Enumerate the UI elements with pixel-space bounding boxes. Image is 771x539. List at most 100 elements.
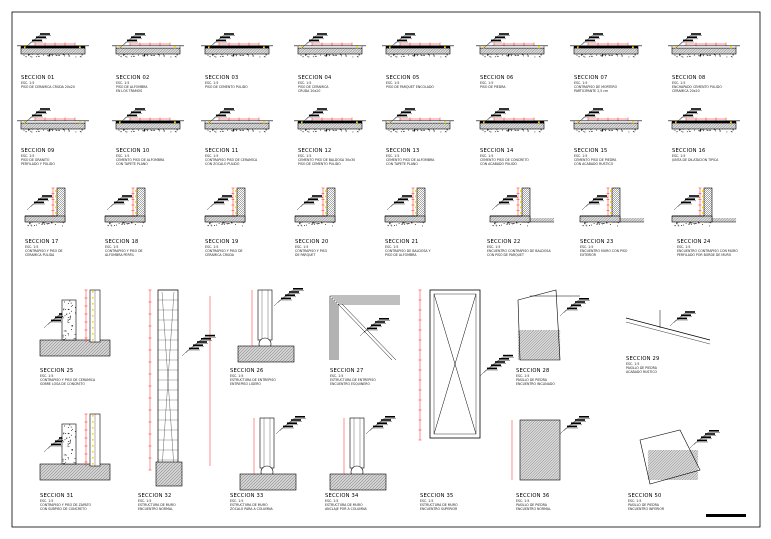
section-title: SECCION 10 [116,148,150,154]
section-caption: ESC. 1:5 [420,499,433,503]
section-caption: ESC. 1:5 [21,81,34,85]
detail-31 [39,413,111,481]
section-caption: PISO DE ALFOMBRA [385,253,417,257]
wall-floor-section-drawing [104,187,146,227]
section-title: SECCION 33 [230,493,264,499]
section-caption: ESC. 1:5 [205,81,218,85]
section-caption: CONTRAPISO DE MORTERO [574,85,618,89]
section-caption: PERFILADO POR BORDE DE MURO [677,253,732,257]
concrete-slab [239,473,297,491]
section-caption: ENCUENTRO SUPERIOR [420,507,458,511]
section-caption: CEMENTO PISO DE PIEDRA [574,158,617,162]
section-caption: CON TAPETE PLANO [386,162,418,166]
section-caption: ESC. 1:5 [628,499,641,503]
section-caption: CONTRAPISO Y PISO DE ZAPATO [40,503,92,507]
section-caption: CONTRAPISO DE BALDOSA Y [385,249,431,253]
section-caption: ESC. 1:5 [672,81,685,85]
section-caption: ANCLAJE POR A COLUMNA [325,507,367,511]
section-title: SECCION 04 [298,75,332,81]
section-title: SECCION 20 [295,239,329,245]
section-caption: PASILLO DE PIEDRA [628,503,660,507]
section-title: SECCION 17 [25,239,59,245]
section-caption: ENTREPISO LIGERO [230,382,261,386]
section-title: SECCION 29 [626,356,660,362]
section-caption: CON ZOCALO PULIDO [205,162,240,166]
floor-section-drawing [668,108,740,133]
section-caption: ESC. 1:5 [205,154,218,158]
section-title: SECCION 24 [677,239,711,245]
detail-35 [418,289,514,441]
post-section [84,289,101,343]
section-title: SECCION 19 [205,239,239,245]
section-caption: ENCUENTRO MURO CON PISO [580,249,628,253]
section-caption: PASILLO DE PIEDRA [626,366,658,370]
section-title: SECCION 14 [480,148,514,154]
concrete-slab [155,461,183,487]
wall-floor-section-drawing [579,187,645,227]
wall-floor-section-drawing [489,187,555,227]
section-caption: CONTRAPISO Y PISO DE CERAMICA [40,378,96,382]
section-caption: ESC. 1:5 [25,245,38,249]
section-caption: CON SUBPISO DE CONCRETO [40,507,87,511]
section-caption: ESTRUCTURA DE ENTREPISO [230,378,276,382]
section-caption: PISO DE CEMENTO PULIDO [298,162,341,166]
section-caption: CON ACABADO RUSTICO [574,162,614,166]
section-title: SECCION 32 [138,493,172,499]
floor-section-drawing [112,108,184,133]
detail-50 [639,429,720,485]
floor-section-drawing [570,108,642,133]
section-caption: ENCHAPADO CEMENTO PULIDO [672,85,722,89]
floor-section-drawing [668,33,740,58]
section-caption: ESC. 1:5 [574,81,587,85]
wall-floor-section-drawing [671,187,737,227]
section-caption: ESC. 1:5 [516,499,529,503]
floor-section-drawing [476,108,548,133]
section-caption: PISO DE ALFOMBRA [116,85,148,89]
section-title: SECCION 16 [672,148,706,154]
section-caption: CRUDA 20x20 [298,89,320,93]
section-caption: ENCUENTRO CONTRAPISO DE BALDOSA [487,249,551,253]
section-caption: ESTRUCTURA DE MURO [230,503,268,507]
section-caption: ESTRUCTURA DE MURO [420,503,458,507]
section-caption: PERFILADO Y PULIDO [21,162,55,166]
section-title: SECCION 06 [480,75,514,81]
section-caption: ESC. 1:5 [330,374,343,378]
section-title: SECCION 34 [325,493,359,499]
concrete-slab [329,473,387,491]
section-caption: PASILLO DE PIEDRA [516,378,548,382]
detail-25 [39,289,111,357]
section-caption: ESC. 1:5 [295,245,308,249]
section-caption: ESC. 1:5 [580,245,593,249]
section-title: SECCION 02 [116,75,150,81]
section-caption: ESC. 1:5 [105,245,118,249]
section-title: SECCION 26 [230,368,264,374]
section-caption: ESC. 1:5 [138,499,151,503]
section-caption: ESC. 1:5 [386,81,399,85]
section-caption: ESC. 1:5 [40,374,53,378]
floor-section-drawing [382,33,454,58]
section-title: SECCION 12 [298,148,332,154]
section-caption: ESC. 1:5 [325,499,338,503]
section-caption: CONTRAPISO Y PISO DE [205,249,243,253]
section-caption: PISO DE CERAMICA CRUDA 20x20 [21,85,75,89]
concrete-slab [237,345,295,363]
section-caption: ESC. 1:5 [677,245,690,249]
section-caption: ESC. 1:5 [626,362,639,366]
detail-28 [517,289,590,361]
section-caption: PARTICIPANTE 2,5 cm [574,89,608,93]
wall-floor-section-drawing [24,187,66,227]
sheet-border [11,11,761,528]
section-title: SECCION 31 [40,493,74,499]
section-caption: CONTRAPISO Y PISO [295,249,328,253]
floor-section-drawing [570,33,642,58]
floor-section-drawing [294,33,366,58]
section-title: SECCION 05 [386,75,420,81]
section-caption: CEMENTO PISO DE BALDOSA 30x30 [298,158,355,162]
section-title: SECCION 50 [628,493,662,499]
section-caption: DE PARQUET [295,253,315,257]
detail-32 [148,289,216,487]
floor-section-drawing [201,33,273,58]
section-caption: ESC. 1:5 [205,245,218,249]
